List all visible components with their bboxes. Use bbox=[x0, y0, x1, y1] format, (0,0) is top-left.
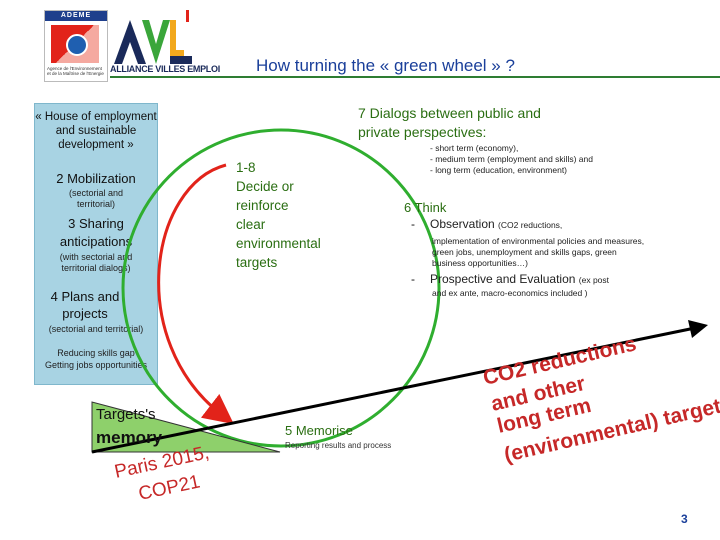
decide-line-5: environmental bbox=[236, 236, 321, 251]
memorise-heading: 5 Memorise bbox=[285, 423, 353, 438]
memorise-note: Reporting results and process bbox=[285, 441, 392, 450]
prospective-label: Prospective and Evaluation bbox=[430, 272, 576, 286]
decide-line-2: Decide or bbox=[236, 179, 294, 194]
ave-logo-label: ALLIANCE VILLES EMPLOI bbox=[110, 64, 220, 74]
ave-logo-icon bbox=[114, 10, 192, 64]
title-divider bbox=[110, 76, 720, 78]
term-medium: - medium term (employment and skills) an… bbox=[430, 154, 593, 164]
targets-arrow bbox=[91, 326, 696, 454]
observation-line: Observation (CO2 reductions, bbox=[430, 217, 562, 231]
plans-heading: 4 Plans and projects bbox=[50, 289, 120, 321]
prospective-line: Prospective and Evaluation (ex post bbox=[430, 272, 609, 286]
ademe-logo-caption: Agence de l'Environnement et de la Maîtr… bbox=[47, 66, 104, 76]
prospective-detail: and ex ante, macro-economics included ) bbox=[432, 288, 588, 298]
page-title: How turning the « green wheel » ? bbox=[256, 56, 515, 75]
term-short: - short term (economy), bbox=[430, 143, 519, 153]
green-wheel-circle bbox=[121, 128, 441, 448]
sharing-heading: 3 Sharing anticipations bbox=[59, 216, 133, 249]
plans-note-2: Reducing skills gap bbox=[57, 348, 135, 358]
ademe-mark-icon bbox=[51, 25, 99, 63]
sharing-note: (with sectorial and territorial dialogs) bbox=[59, 252, 133, 273]
plans-note-1: (sectorial and territorial) bbox=[48, 324, 144, 334]
targets-memory-wedge bbox=[91, 401, 281, 453]
dialogs-title-2: private perspectives: bbox=[358, 124, 487, 140]
think-heading: 6 Think bbox=[404, 200, 447, 215]
think-dash-1: - bbox=[411, 217, 415, 231]
terms-list: - short term (economy), - medium term (e… bbox=[430, 143, 593, 176]
observation-note: (CO2 reductions, bbox=[498, 220, 563, 230]
plans-note-3: Getting jobs opportunities bbox=[44, 360, 148, 370]
memory-line-1: Targets's bbox=[96, 406, 156, 423]
observation-label: Observation bbox=[430, 217, 495, 231]
mobilization-note: (sectorial and territorial) bbox=[68, 188, 124, 209]
mobilization-heading: 2 Mobilization bbox=[56, 171, 136, 186]
decide-line-4: clear bbox=[236, 217, 266, 232]
red-curved-arrow bbox=[157, 163, 234, 425]
memory-line-2: memory bbox=[96, 428, 163, 447]
decide-line-3: reinforce bbox=[236, 198, 289, 213]
term-long: - long term (education, environment) bbox=[430, 165, 568, 175]
decide-line-1: 1-8 bbox=[236, 160, 256, 175]
dialogs-title-1: 7 Dialogs between public and bbox=[358, 105, 541, 121]
ademe-logo: ADEME Agence de l'Environnement et de la… bbox=[44, 10, 108, 82]
page-number: 3 bbox=[681, 512, 688, 526]
prospective-note: (ex post bbox=[578, 275, 610, 285]
observation-detail: implementation of environmental policies… bbox=[432, 236, 645, 268]
decide-line-6: targets bbox=[236, 255, 278, 270]
decide-block: 1-8 Decide or reinforce clear environmen… bbox=[236, 158, 321, 272]
ademe-logo-label: ADEME bbox=[45, 11, 107, 21]
targets-arrow-head bbox=[688, 320, 708, 338]
dialogs-block: 7 Dialogs between public and private per… bbox=[358, 104, 541, 142]
think-dash-2: - bbox=[411, 272, 415, 286]
house-title: « House of employment and sustainable de… bbox=[35, 111, 157, 151]
house-panel: « House of employment and sustainable de… bbox=[34, 103, 158, 385]
